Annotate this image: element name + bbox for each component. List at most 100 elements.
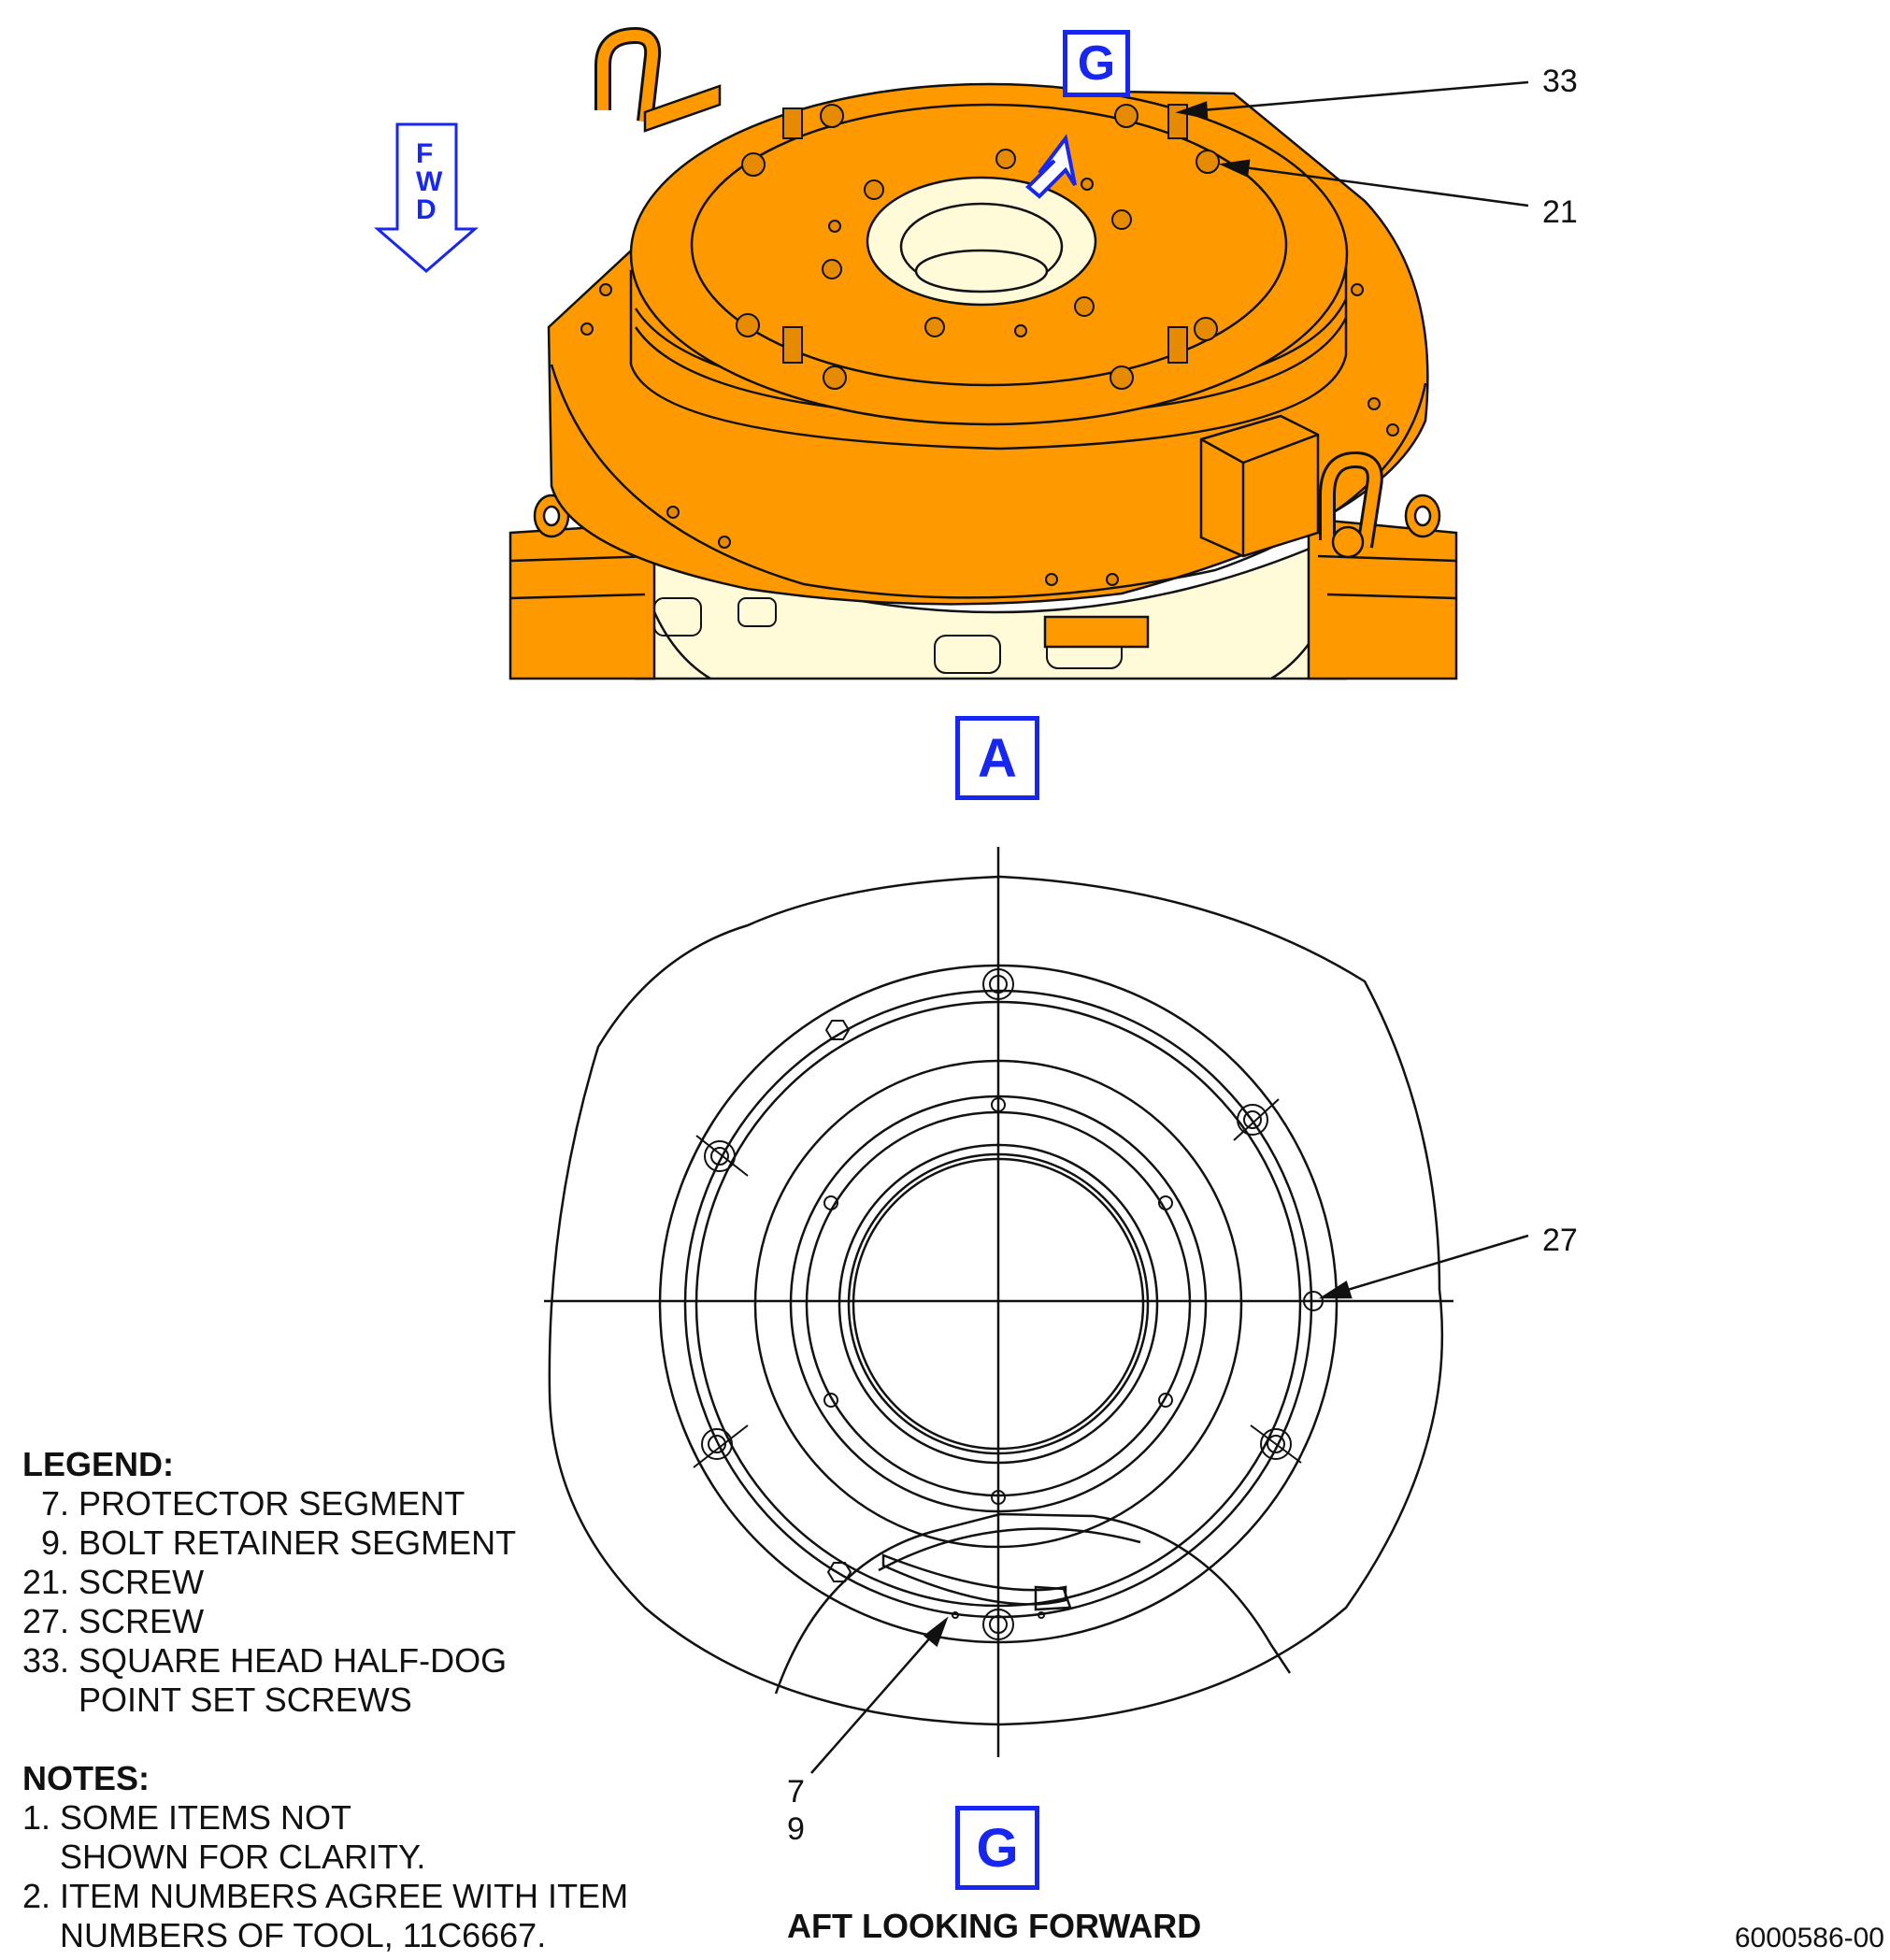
- screw-21: [823, 365, 847, 390]
- note-item: SHOWN FOR CLARITY.: [22, 1838, 426, 1876]
- view-label-g-top: G: [1063, 30, 1130, 97]
- screw-27: [982, 968, 1014, 1000]
- arrowhead-27: [1318, 1280, 1353, 1299]
- legend-item: 7. PROTECTOR SEGMENT: [22, 1484, 465, 1523]
- plate-bolt: [599, 283, 612, 296]
- cross-mark: [1233, 1098, 1280, 1141]
- rail-right-edge: [1317, 554, 1457, 563]
- legend-item: POINT SET SCREWS: [22, 1681, 412, 1719]
- fwd-letter: D: [416, 194, 437, 225]
- document-number: 6000586-00: [1734, 1923, 1884, 1953]
- arrowhead-33: [1175, 101, 1209, 120]
- plate-bolt: [1045, 573, 1058, 586]
- screw-21: [828, 220, 841, 233]
- screw-27: [989, 975, 1008, 994]
- screw-27: [1303, 1291, 1324, 1311]
- inner-hole: [1158, 1393, 1173, 1408]
- fwd-label: F W D: [416, 140, 442, 224]
- engine-boss: [934, 635, 1001, 674]
- side-block-top: [1242, 433, 1319, 465]
- screw-21: [741, 152, 766, 177]
- plate-bolt: [718, 536, 731, 549]
- plate-bolt: [1386, 423, 1399, 436]
- aft-view-drawing: [544, 847, 1453, 1757]
- lift-bar-left: [643, 84, 722, 133]
- callout-33: 33: [1542, 64, 1578, 99]
- cross-mark: [693, 1424, 749, 1468]
- lift-handle-right: [1322, 453, 1381, 548]
- arrowhead-21: [1218, 159, 1251, 178]
- note-item: 1. SOME ITEMS NOT: [22, 1798, 352, 1837]
- screw-21: [822, 259, 842, 279]
- rail-left-edge: [509, 593, 646, 600]
- side-block: [1199, 414, 1320, 558]
- arrowhead-7-9: [924, 1616, 949, 1648]
- cross-mark: [1250, 1424, 1302, 1464]
- outer-contour: [548, 875, 1444, 1726]
- callout-9: 9: [787, 1811, 805, 1847]
- screw-27: [710, 1147, 729, 1166]
- top-face-inner: [690, 103, 1288, 387]
- rail-left-edge: [509, 554, 655, 563]
- inner-hole: [823, 1393, 838, 1408]
- small-hole: [952, 1611, 959, 1619]
- screw-21: [995, 149, 1016, 169]
- cross-mark: [695, 1135, 749, 1177]
- screw-21: [1196, 150, 1220, 174]
- lower-arc-inner: [878, 1527, 1141, 1572]
- screw-21: [736, 313, 760, 337]
- screw-27: [704, 1140, 736, 1172]
- legend-item: 9. BOLT RETAINER SEGMENT: [22, 1524, 517, 1562]
- screw-21: [1014, 324, 1027, 337]
- screw-27: [1237, 1104, 1268, 1136]
- lifting-eye-left: [542, 505, 561, 527]
- screw-21: [1081, 178, 1094, 191]
- view-title: AFT LOOKING FORWARD: [787, 1907, 1202, 1945]
- note-item: 2. ITEM NUMBERS AGREE WITH ITEM: [22, 1877, 629, 1915]
- protector-segment: [881, 1553, 1067, 1606]
- hex-nut: [826, 1562, 852, 1582]
- screw-27: [1267, 1435, 1285, 1453]
- screw-27: [708, 1435, 726, 1453]
- screw-27: [989, 1615, 1008, 1634]
- screw-27: [701, 1428, 733, 1460]
- leader-33: [1179, 80, 1529, 114]
- set-screw-33: [782, 107, 803, 139]
- lower-arc: [774, 1512, 1292, 1695]
- callout-7: 7: [787, 1774, 805, 1810]
- screw-21: [1074, 296, 1095, 317]
- lift-handle-left: [597, 29, 659, 122]
- inner-hole: [1158, 1195, 1173, 1210]
- rail-right-edge: [1326, 593, 1457, 600]
- plate-bolt: [1106, 573, 1119, 586]
- fwd-arrow: [373, 122, 480, 273]
- protector-segment-tab: [1034, 1585, 1072, 1611]
- plate-bolt: [666, 506, 680, 519]
- view-arrow-g: [1025, 134, 1077, 199]
- set-screw-33: [782, 326, 803, 364]
- legend-item: 33. SQUARE HEAD HALF-DOG: [22, 1641, 508, 1680]
- section-label-a: A: [955, 716, 1039, 800]
- hex-nut: [824, 1020, 851, 1040]
- screw-27: [1243, 1110, 1262, 1129]
- screw-21: [1194, 317, 1218, 341]
- isometric-tool-view: [508, 26, 1458, 680]
- view-label-g-bottom: G: [955, 1806, 1039, 1890]
- small-hole: [1038, 1611, 1045, 1619]
- screw-21: [1114, 104, 1138, 128]
- callout-27: 27: [1542, 1223, 1578, 1258]
- note-item: NUMBERS OF TOOL, 11C6667.: [22, 1916, 547, 1954]
- legend-item: 27. SCREW: [22, 1602, 205, 1640]
- screw-21: [1111, 209, 1132, 230]
- screw-21: [864, 179, 884, 200]
- plate-bolt: [1351, 283, 1364, 296]
- fwd-letter: F: [416, 138, 434, 169]
- screw-21: [924, 317, 945, 337]
- set-screw-33: [1167, 326, 1188, 364]
- leader-7-9: [810, 1619, 947, 1774]
- screw-21: [820, 104, 844, 128]
- engine-boss: [737, 597, 777, 627]
- screw-27: [1260, 1428, 1292, 1460]
- lifting-eye-right: [1413, 505, 1432, 527]
